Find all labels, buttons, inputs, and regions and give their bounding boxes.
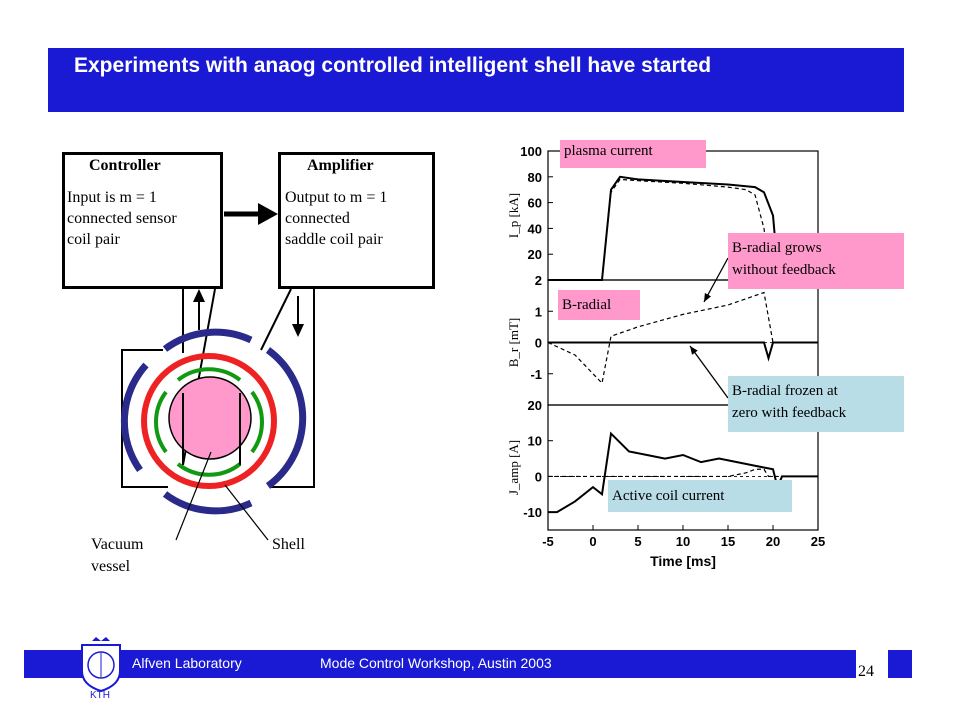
footer-bar: Alfven Laboratory Mode Control Workshop,… xyxy=(24,650,856,678)
vacuum-vessel-label-line-2: vessel xyxy=(91,558,131,575)
y-tick-label: 100 xyxy=(520,144,542,159)
amplifier-text-line-1: Output to m = 1 xyxy=(285,189,388,206)
y-tick-label: -1 xyxy=(530,367,542,382)
y-tick-label: 2 xyxy=(535,273,542,288)
footer-lab: Alfven Laboratory xyxy=(132,655,242,671)
x-tick-label: 10 xyxy=(676,534,690,549)
y-tick-label: -10 xyxy=(523,505,542,520)
slide-title: Experiments with anaog controlled intell… xyxy=(74,54,712,77)
active-coil-current-callout: Active coil current xyxy=(608,480,792,512)
y-axis-label-2: B_r [mT] xyxy=(506,318,521,367)
footer-square xyxy=(888,650,912,678)
x-tick-label: 0 xyxy=(589,534,596,549)
y-tick-label: 0 xyxy=(535,469,542,484)
series-line-3-1 xyxy=(548,431,818,514)
series-line-3-2 xyxy=(548,468,818,478)
kth-logo xyxy=(81,637,121,693)
x-tick-label: 15 xyxy=(721,534,735,549)
y-axis-label-1: I_p [kA] xyxy=(506,193,521,238)
b-radial-callout-text: B-radial xyxy=(562,297,612,313)
b-radial-grows-line-1: B-radial grows xyxy=(732,240,822,256)
b-radial-grows-arrow xyxy=(703,257,729,303)
plasma-current-callout: plasma current xyxy=(560,140,706,168)
series-line-2-1 xyxy=(548,341,818,362)
b-radial-grows-arrow-head xyxy=(704,293,712,302)
y-tick-label: 0 xyxy=(535,336,542,351)
amplifier-box: Amplifier Output to m = 1 connected sadd… xyxy=(278,152,435,289)
b-radial-frozen-arrow xyxy=(689,345,729,399)
controller-text-line-3: coil pair xyxy=(67,231,120,248)
x-tick-label: -5 xyxy=(542,534,554,549)
b-radial-grows-callout: B-radial grows without feedback xyxy=(728,233,904,289)
y-tick-label: 20 xyxy=(528,398,542,413)
controller-text-line-2: connected sensor xyxy=(67,210,177,227)
b-radial-frozen-line-2: zero with feedback xyxy=(732,405,847,421)
x-tick-label: 20 xyxy=(766,534,780,549)
title-bar: Experiments with anaog controlled intell… xyxy=(48,48,904,112)
x-tick-label: 5 xyxy=(634,534,641,549)
y-tick-label: 60 xyxy=(528,196,542,211)
kth-logo-text: KTH xyxy=(90,690,110,701)
series-line-1-2 xyxy=(548,178,818,281)
series-line-2-2 xyxy=(547,291,818,385)
footer-workshop: Mode Control Workshop, Austin 2003 xyxy=(320,655,552,671)
b-radial-callout: B-radial xyxy=(558,290,640,320)
shell-label: Shell xyxy=(272,536,305,553)
y-axis-label-3: J_amp [A] xyxy=(506,440,521,495)
b-radial-frozen-line-1: B-radial frozen at xyxy=(732,383,838,399)
b-radial-frozen-arrow-head xyxy=(690,346,698,355)
controller-text-line-1: Input is m = 1 xyxy=(67,189,157,206)
b-radial-grows-line-2: without feedback xyxy=(732,262,836,278)
y-tick-label: 10 xyxy=(528,434,542,449)
vacuum-vessel-label-line-1: Vacuum xyxy=(91,536,144,553)
x-axis-label: Time [ms] xyxy=(650,553,716,569)
page-number: 24 xyxy=(858,663,874,680)
y-tick-label: 80 xyxy=(528,170,542,185)
plasma-current-callout-text: plasma current xyxy=(564,143,653,159)
controller-title: Controller xyxy=(89,157,161,174)
amplifier-text-line-2: connected xyxy=(285,210,350,227)
y-tick-label: 1 xyxy=(535,304,542,319)
x-tick-label: 25 xyxy=(811,534,825,549)
b-radial-frozen-callout: B-radial frozen at zero with feedback xyxy=(728,376,904,432)
y-tick-label: 40 xyxy=(528,221,542,236)
y-tick-label: 20 xyxy=(528,247,542,262)
amplifier-title: Amplifier xyxy=(307,157,374,174)
active-coil-current-callout-text: Active coil current xyxy=(612,488,725,504)
controller-box: Controller Input is m = 1 connected sens… xyxy=(62,152,223,289)
amplifier-text-line-3: saddle coil pair xyxy=(285,231,383,248)
